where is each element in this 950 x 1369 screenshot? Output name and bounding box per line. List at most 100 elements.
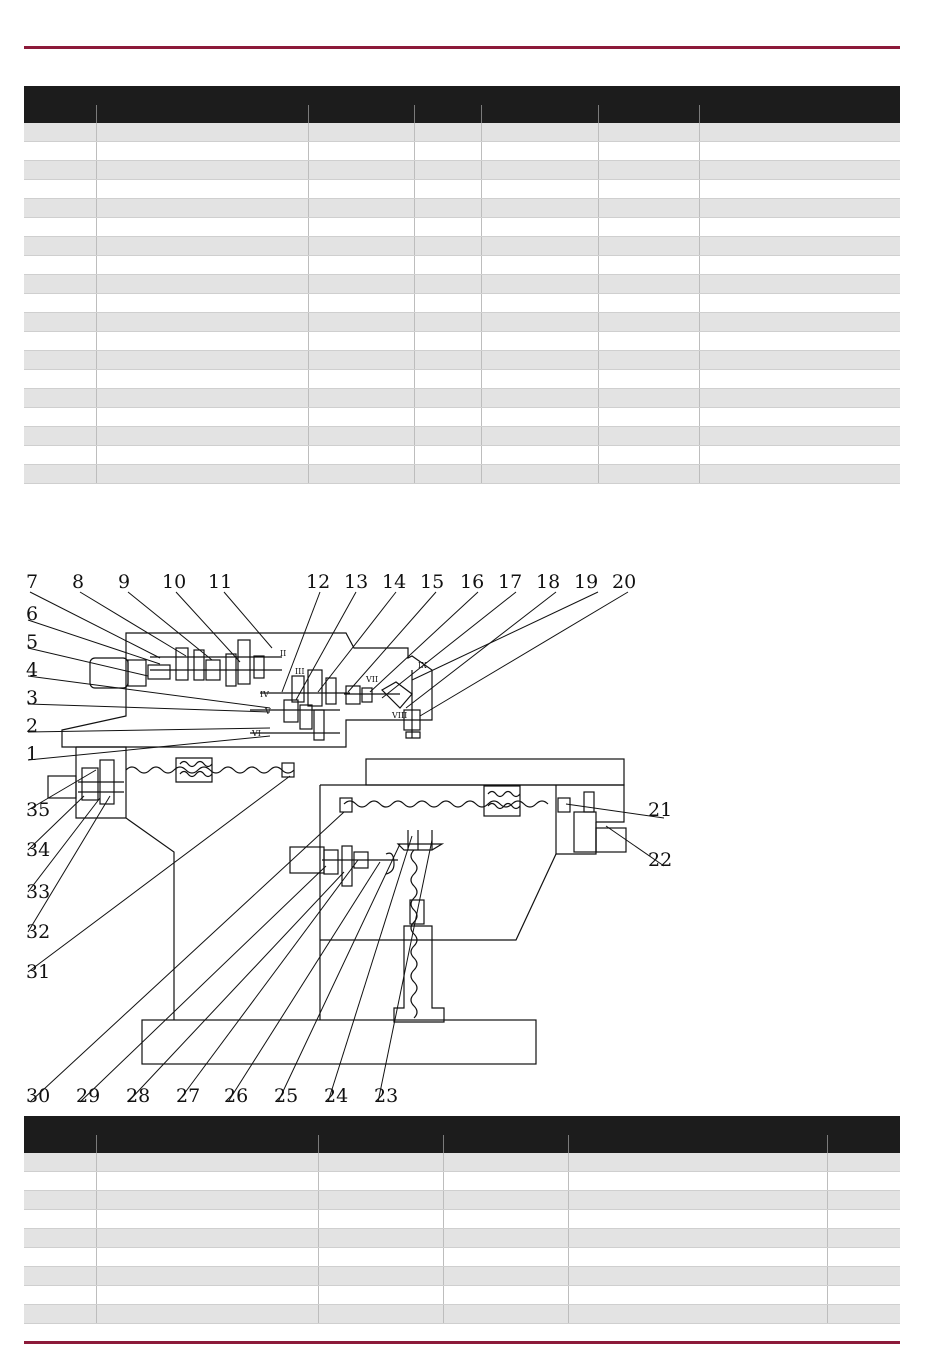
table-cell <box>598 445 700 465</box>
table-cell <box>318 1247 444 1267</box>
shaft-mark-VIII: VIII <box>391 711 407 720</box>
table-cell <box>414 293 482 313</box>
table-row <box>24 123 900 142</box>
table-cell <box>481 331 599 351</box>
table-row <box>24 369 900 389</box>
table-cell <box>827 1171 900 1191</box>
table-cell <box>96 1190 319 1210</box>
table-cell <box>96 255 309 275</box>
table-cell <box>827 1228 900 1248</box>
table-cell <box>481 350 599 370</box>
table-cell <box>443 1190 569 1210</box>
table-row <box>24 1247 900 1267</box>
table-cell <box>308 274 415 294</box>
table-cell <box>481 274 599 294</box>
callout-15: 15 <box>420 571 444 593</box>
table-cell <box>308 123 415 142</box>
table-cell <box>481 293 599 313</box>
table-cell <box>481 160 599 180</box>
table-cell <box>827 1190 900 1210</box>
table-cell <box>481 236 599 256</box>
table-cell <box>24 1190 97 1210</box>
table-cell <box>481 445 599 465</box>
shaft-mark-VI: VI <box>251 729 261 738</box>
table-cell <box>24 293 97 313</box>
table-cell <box>24 445 97 465</box>
table-cell <box>598 274 700 294</box>
callout-22: 22 <box>648 849 672 871</box>
table-cell <box>699 464 900 484</box>
table-cell <box>598 179 700 199</box>
table-cell <box>699 369 900 389</box>
table-cell <box>308 179 415 199</box>
callout-31: 31 <box>26 961 50 983</box>
parameter-table-top <box>24 86 900 484</box>
table-row <box>24 331 900 351</box>
table-cell <box>598 255 700 275</box>
table-cell <box>96 141 309 161</box>
table-cell <box>96 407 309 427</box>
table-cell <box>414 426 482 446</box>
callout-23: 23 <box>374 1085 398 1107</box>
table-cell <box>24 160 97 180</box>
table-cell <box>598 312 700 332</box>
callout-35: 35 <box>26 799 50 821</box>
table-cell <box>318 1190 444 1210</box>
table-row <box>24 1266 900 1286</box>
table-cell <box>318 1153 444 1172</box>
table-cell <box>699 236 900 256</box>
callout-10: 10 <box>162 571 186 593</box>
table-cell <box>96 123 309 142</box>
table-cell <box>598 388 700 408</box>
table-header-row <box>24 1135 900 1153</box>
callout-13: 13 <box>344 571 368 593</box>
table-row <box>24 388 900 408</box>
callout-3: 3 <box>26 687 38 709</box>
table-cell <box>481 407 599 427</box>
table-cell <box>414 274 482 294</box>
table-cell <box>598 236 700 256</box>
table-cell <box>568 1209 828 1229</box>
table-cell <box>96 274 309 294</box>
callout-29: 29 <box>76 1085 100 1107</box>
table-cell <box>24 369 97 389</box>
table-cell <box>443 1209 569 1229</box>
table-cell <box>481 312 599 332</box>
table-cell <box>24 274 97 294</box>
table-cell <box>568 1153 828 1172</box>
table-cell <box>308 198 415 218</box>
table-cell <box>481 141 599 161</box>
table-cell <box>96 1153 319 1172</box>
shaft-mark-VII: VII <box>365 675 378 684</box>
table-cell <box>598 123 700 142</box>
table-cell <box>96 1209 319 1229</box>
table-row <box>24 1285 900 1305</box>
table-cell <box>24 1285 97 1305</box>
table-cell <box>443 1153 569 1172</box>
table-cell <box>96 1228 319 1248</box>
table-cell <box>568 1171 828 1191</box>
table-cell <box>598 464 700 484</box>
table-cell <box>24 1304 97 1324</box>
table-cell <box>318 1171 444 1191</box>
table-cell <box>24 141 97 161</box>
shaft-mark-III: III <box>295 667 304 676</box>
table-cell <box>96 464 309 484</box>
table-cell <box>96 369 309 389</box>
table-cell <box>308 426 415 446</box>
callout-28: 28 <box>126 1085 150 1107</box>
table-cell <box>96 350 309 370</box>
table-row <box>24 274 900 294</box>
table-cell <box>598 198 700 218</box>
table-cell <box>308 464 415 484</box>
table-cell <box>443 1266 569 1286</box>
table-row <box>24 179 900 199</box>
table-cell <box>481 123 599 142</box>
table-cell <box>308 293 415 313</box>
table-cell <box>699 179 900 199</box>
head-housing-outline <box>61 632 433 748</box>
table-cell <box>318 1228 444 1248</box>
table-cell <box>318 1304 444 1324</box>
table-cell <box>24 1171 97 1191</box>
table-cell <box>568 1285 828 1305</box>
